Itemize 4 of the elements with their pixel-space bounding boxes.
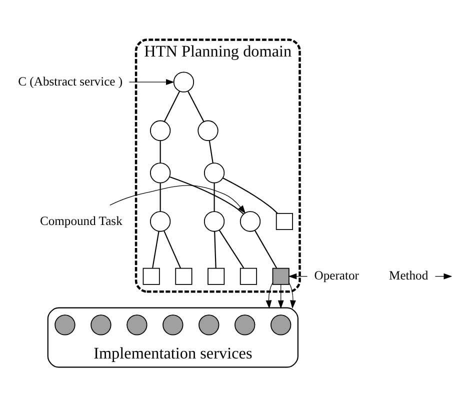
node-text: Compound Task [40,214,122,228]
node-text: Operator [314,268,359,283]
node-text: Method [389,268,428,283]
node-text: C (Abstract service ) [18,74,123,88]
